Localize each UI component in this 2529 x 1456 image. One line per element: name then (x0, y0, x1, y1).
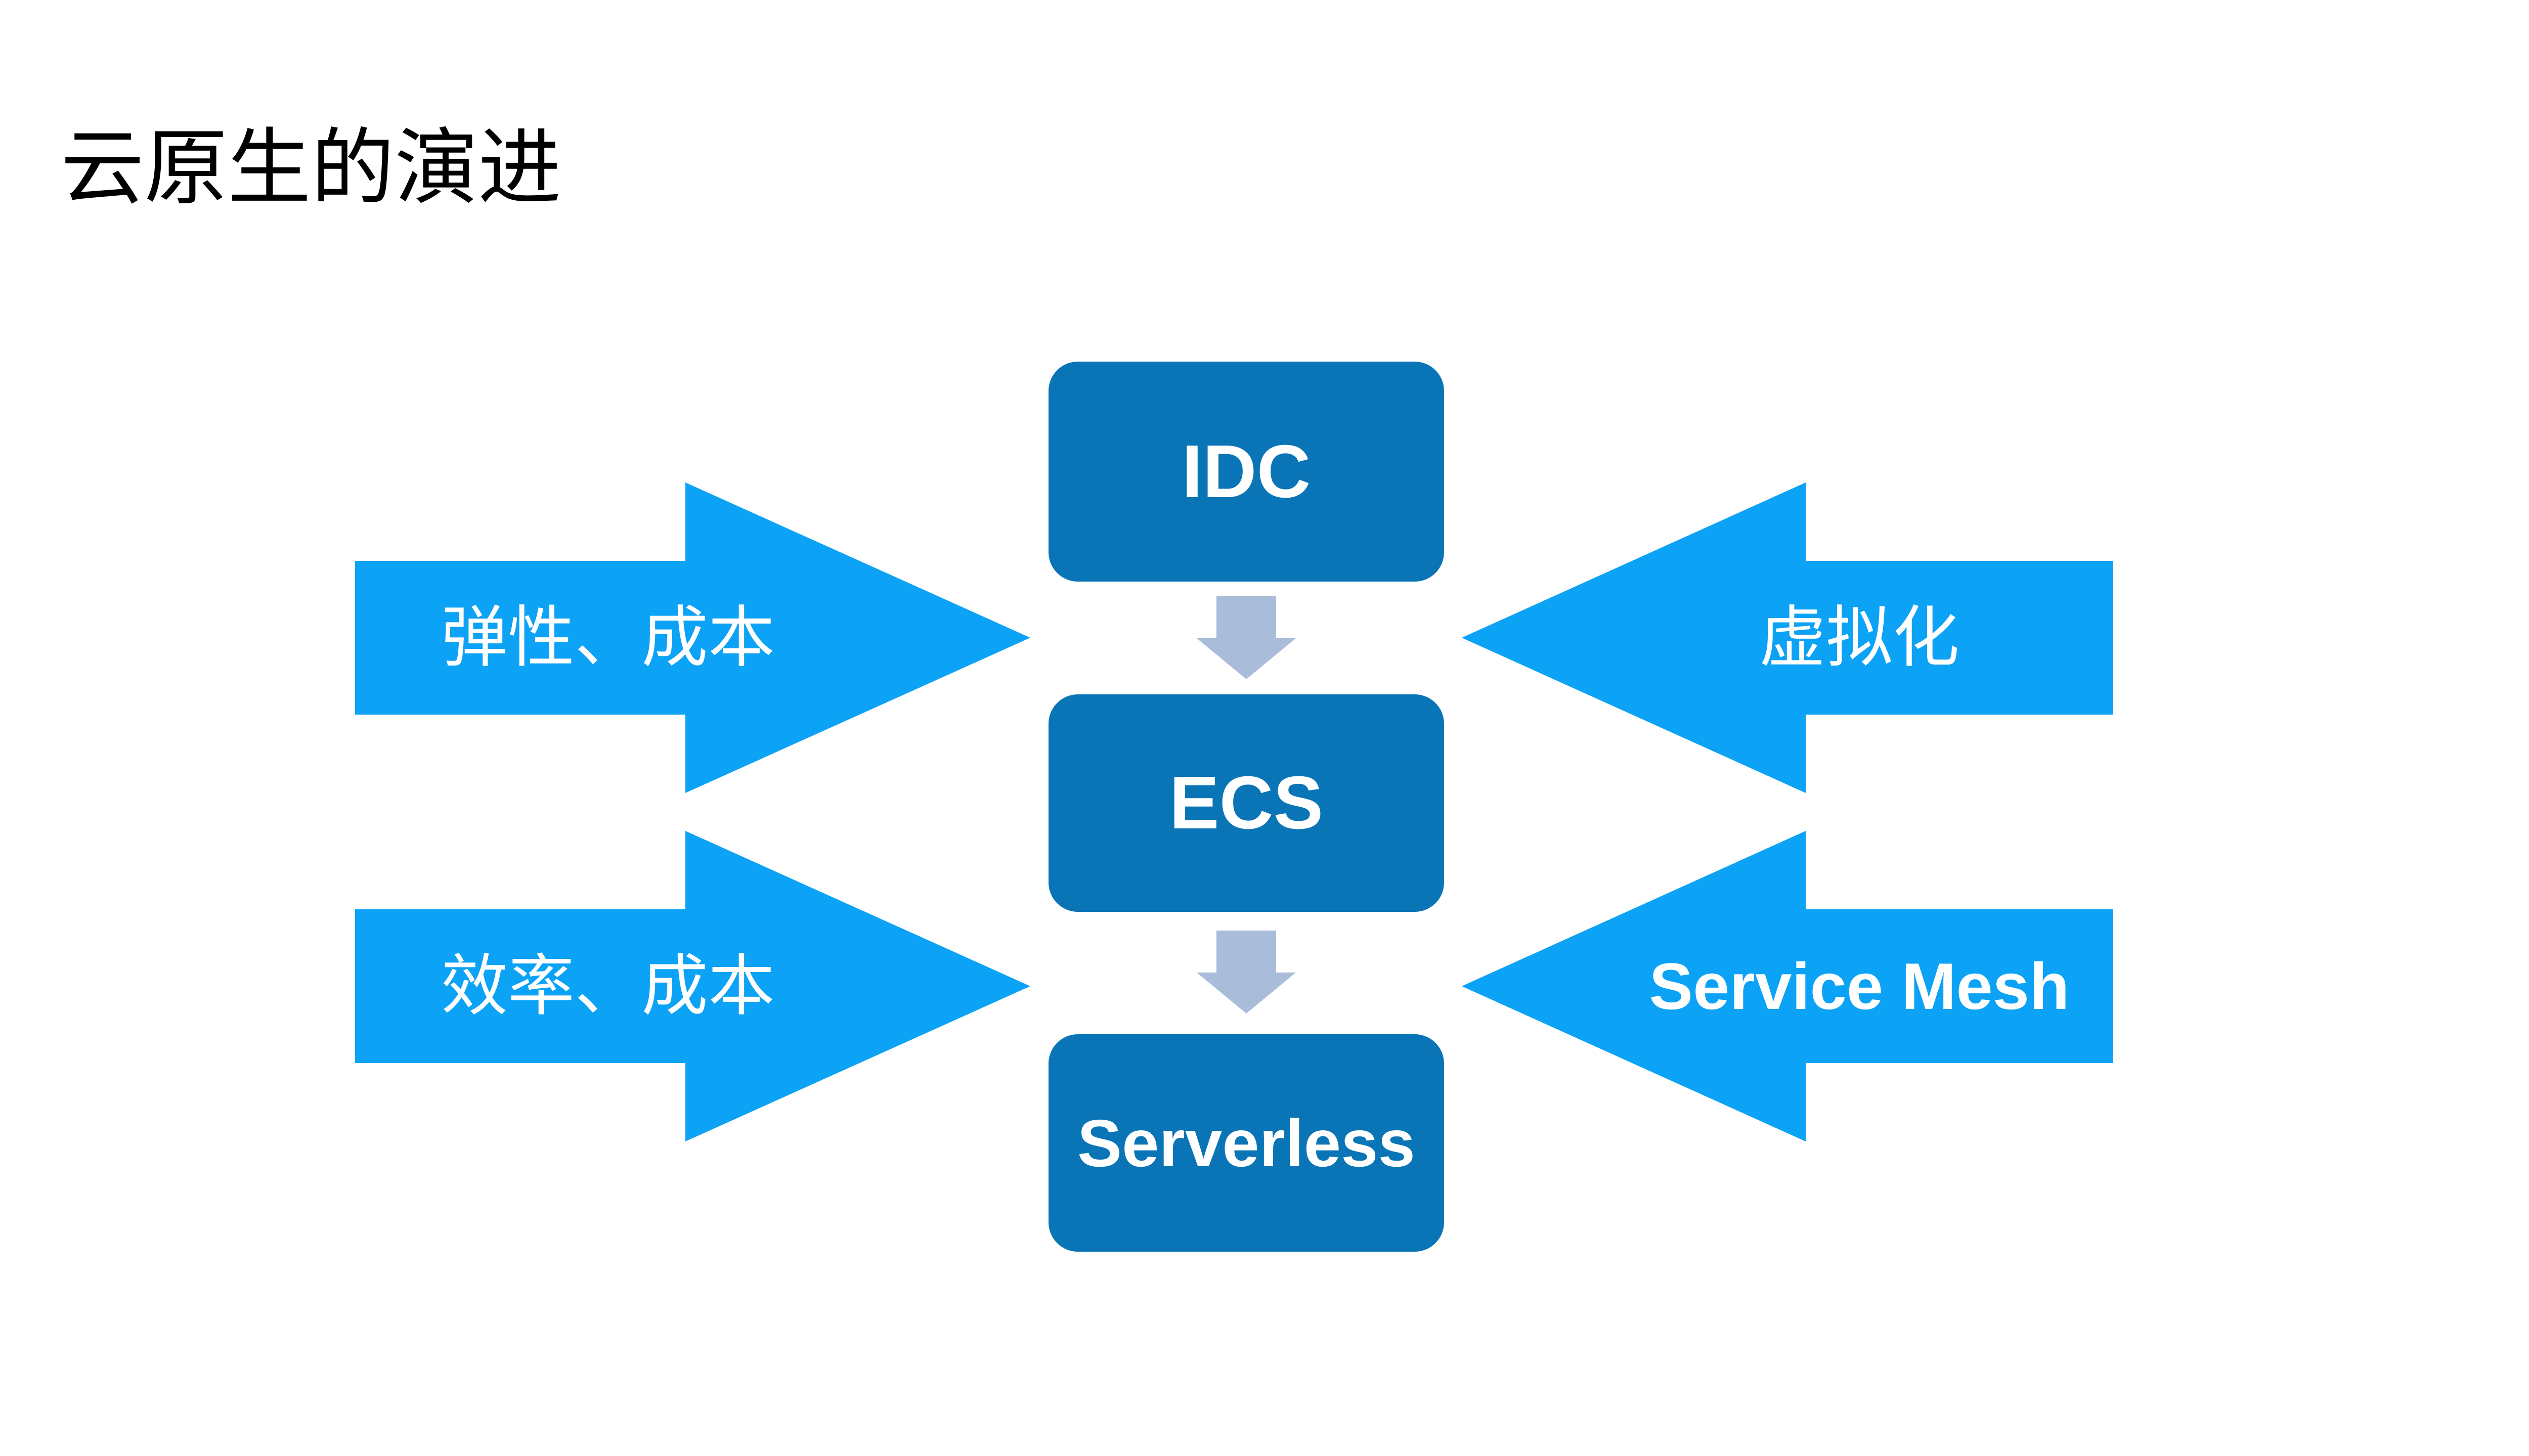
stage-label-serverless: Serverless (1077, 1106, 1415, 1180)
stage-box-idc: IDC (1049, 362, 1444, 582)
stage-label-idc: IDC (1182, 429, 1311, 513)
down-arrow-icon (1197, 931, 1296, 1013)
stage-label-ecs: ECS (1169, 761, 1324, 845)
stage-box-serverless: Serverless (1049, 1034, 1444, 1252)
arrow-label-elasticity-cost: 弹性、成本 (441, 600, 775, 675)
arrow-label-service-mesh: Service Mesh (1649, 949, 2070, 1023)
arrow-label-virtualization: 虚拟化 (1759, 600, 1959, 675)
stage-box-ecs: ECS (1049, 694, 1444, 912)
down-arrow-icon (1197, 596, 1296, 679)
page-title: 云原生的演进 (61, 121, 561, 214)
arrow-label-efficiency-cost: 效率、成本 (441, 949, 775, 1023)
